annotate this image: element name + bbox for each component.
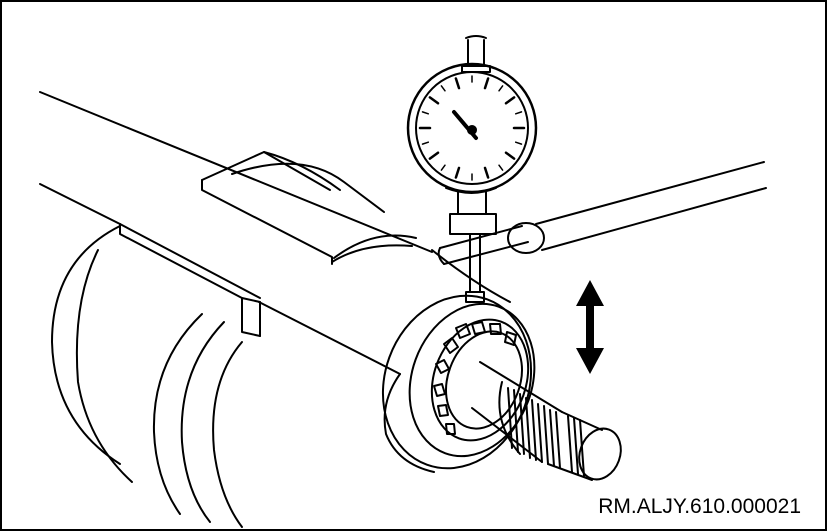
dial-tick [514, 111, 523, 115]
bearing-housing [381, 249, 536, 473]
dial-tick [428, 151, 440, 160]
figure-code: RM.ALJY.610.000021 [598, 495, 801, 518]
dial-tick [504, 151, 516, 160]
dial-tick [483, 166, 490, 179]
dial-ticks [418, 75, 526, 181]
dial-tick [440, 164, 446, 171]
dial-tick [454, 77, 461, 90]
dial-tick [428, 96, 440, 105]
dial-tick [421, 141, 430, 145]
vertical-double-arrow-icon [576, 280, 604, 374]
dial-tick [498, 85, 504, 92]
dial-indicator-icon [406, 35, 767, 303]
dial-tick [454, 166, 461, 179]
dial-tick [504, 96, 516, 105]
dial-tick [440, 85, 446, 92]
dial-tick [421, 111, 430, 115]
splined-shaft [471, 361, 622, 481]
dial-tick [483, 77, 490, 90]
dial-tick [498, 164, 504, 171]
shaft-housing [39, 91, 433, 528]
dial-tick [514, 141, 523, 145]
